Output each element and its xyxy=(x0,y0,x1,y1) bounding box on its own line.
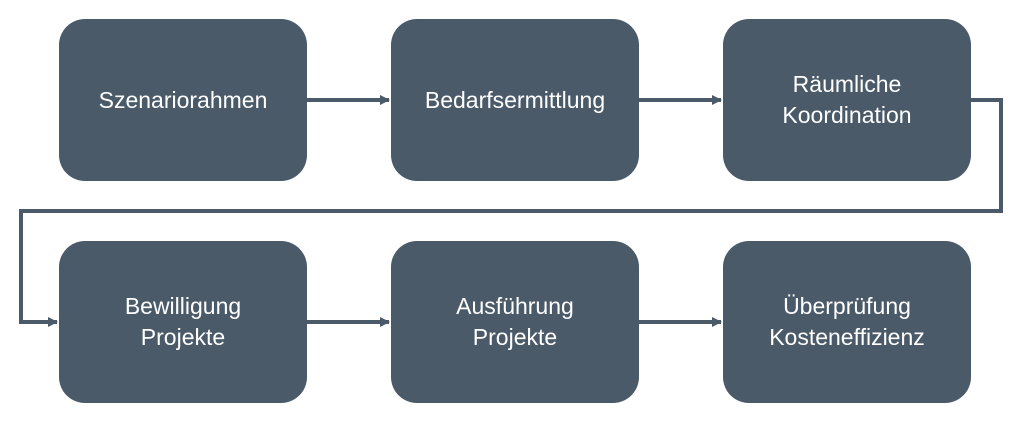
step-label: Szenariorahmen xyxy=(98,86,268,113)
arrow-step3-to-step4 xyxy=(19,98,1003,327)
step-label: Ausführung Projekte xyxy=(456,293,574,350)
step-label: Bedarfsermittlung xyxy=(424,86,606,113)
step-label: Überprüfung Kosteneffizienz xyxy=(769,293,925,350)
step-box-bewilligung-projekte: Bewilligung Projekte xyxy=(59,241,307,403)
step-box-raeumliche-koordination: Räumliche Koordination xyxy=(723,19,971,181)
step-box-ueberpruefung-kosteneffizienz: Überprüfung Kosteneffizienz xyxy=(723,241,971,403)
step-box-bedarfsermittlung: Bedarfsermittlung xyxy=(391,19,639,181)
step-box-ausfuehrung-projekte: Ausführung Projekte xyxy=(391,241,639,403)
step-label: Bewilligung Projekte xyxy=(124,293,242,350)
step-box-szenariorahmen: Szenariorahmen xyxy=(59,19,307,181)
step-label: Räumliche Koordination xyxy=(782,71,912,128)
